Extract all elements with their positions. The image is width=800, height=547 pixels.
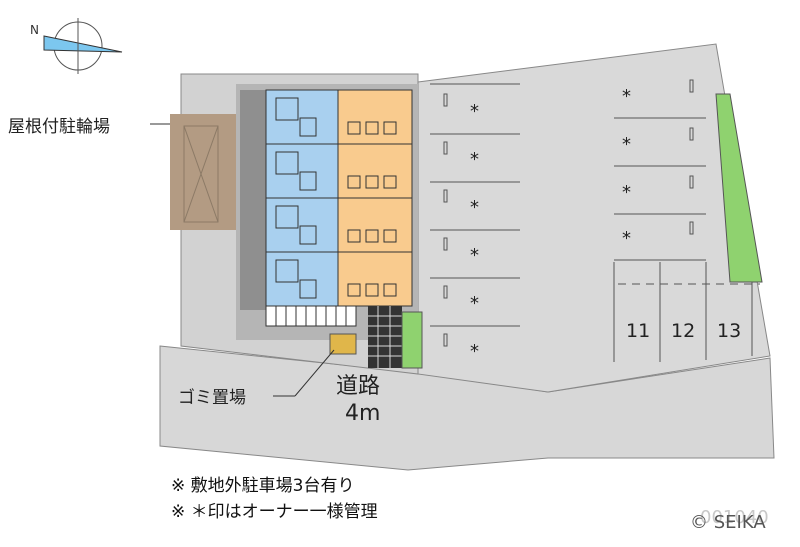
parking-lines-bottom (613, 262, 760, 362)
compass-icon (43, 18, 123, 74)
unit-orange (337, 251, 413, 307)
owner-star: * (622, 228, 631, 249)
bike-parking-label: 屋根付駐輪場 (8, 117, 110, 137)
owner-star: * (470, 293, 479, 314)
green-strip-right (715, 93, 763, 283)
trash-area-label: ゴミ置場 (178, 388, 246, 408)
unit-blue (265, 251, 339, 307)
entrance-paving (368, 306, 402, 368)
parking-lines-right (614, 79, 706, 261)
parking-number: 12 (671, 320, 696, 342)
owner-star: * (622, 134, 631, 155)
unit-orange (337, 197, 413, 253)
note-owner-managed: ※ ＊印はオーナー一様管理 (171, 502, 378, 522)
trash-area-box (329, 333, 357, 355)
compass-north-label: N (30, 23, 39, 37)
note-offsite-parking: ※ 敷地外駐車場3台有り (171, 476, 355, 496)
unit-blue (265, 89, 339, 145)
stairs (265, 305, 357, 327)
owner-star: * (470, 101, 479, 122)
reference-code: 001040 (700, 507, 769, 528)
owner-star: * (622, 182, 631, 203)
corridor (240, 90, 266, 310)
parking-number: 11 (626, 320, 651, 342)
road-label: 道路 (336, 374, 381, 399)
green-strip (401, 311, 423, 369)
parking-lines-left (430, 83, 520, 347)
unit-orange (337, 89, 413, 145)
owner-star: * (470, 245, 479, 266)
owner-star: * (470, 149, 479, 170)
parking-number: 13 (717, 320, 742, 342)
bike-parking-roof (170, 114, 236, 230)
units (265, 89, 413, 307)
owner-star: * (470, 197, 479, 218)
owner-star: * (470, 341, 479, 362)
copyright-label: © SEIKA (690, 512, 766, 533)
owner-star: * (622, 86, 631, 107)
unit-orange (337, 143, 413, 199)
unit-blue (265, 143, 339, 199)
road-width-label: 4m (345, 401, 381, 426)
